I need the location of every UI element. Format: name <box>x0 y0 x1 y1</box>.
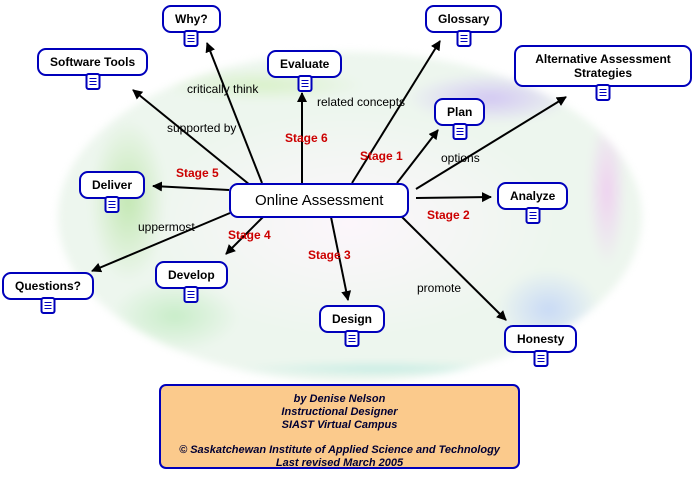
credit-institution: SIAST Virtual Campus <box>281 419 398 431</box>
document-note-icon[interactable] <box>104 196 120 213</box>
node-alternative-assessment-strategies[interactable]: Alternative Assessment Strategies <box>514 45 692 101</box>
node-honesty-label: Honesty <box>517 332 565 346</box>
edge-label-stage-3: Stage 3 <box>308 248 351 262</box>
document-note-icon[interactable] <box>85 73 101 90</box>
node-alternative-assessment-strategies-label: Alternative Assessment Strategies <box>535 52 671 80</box>
node-why-label: Why? <box>175 12 208 26</box>
edge-label-supported-by: supported by <box>167 121 237 135</box>
node-plan[interactable]: Plan <box>434 98 486 140</box>
document-note-icon[interactable] <box>595 84 611 101</box>
node-software-tools[interactable]: Software Tools <box>37 48 149 90</box>
document-note-icon[interactable] <box>533 350 549 367</box>
document-note-icon[interactable] <box>297 75 313 92</box>
credit-copyright: © Saskatchewan Institute of Applied Scie… <box>179 444 500 456</box>
document-note-icon[interactable] <box>456 30 472 47</box>
credit-author: by Denise Nelson <box>293 393 386 405</box>
edge-label-options: options <box>441 151 480 165</box>
node-glossary[interactable]: Glossary <box>425 5 503 47</box>
edge-label-stage-4: Stage 4 <box>228 228 271 242</box>
credit-spacer <box>161 432 518 444</box>
node-deliver[interactable]: Deliver <box>79 171 146 213</box>
node-software-tools-label: Software Tools <box>50 55 136 69</box>
edge-label-stage-5: Stage 5 <box>176 166 219 180</box>
node-honesty[interactable]: Honesty <box>504 325 578 367</box>
node-develop[interactable]: Develop <box>155 261 228 303</box>
node-questions[interactable]: Questions? <box>2 272 95 314</box>
edge-label-promote: promote <box>417 281 462 295</box>
node-analyze[interactable]: Analyze <box>497 182 569 224</box>
node-glossary-label: Glossary <box>438 12 490 26</box>
node-design[interactable]: Design <box>319 305 386 347</box>
document-note-icon[interactable] <box>183 286 199 303</box>
credit-revised: Last revised March 2005 <box>275 457 404 469</box>
node-questions-label: Questions? <box>15 279 82 293</box>
edge-label-uppermost: uppermost <box>138 220 195 234</box>
document-note-icon[interactable] <box>40 297 56 314</box>
edge-label-critically-think: critically think <box>187 82 259 96</box>
node-analyze-label: Analyze <box>510 189 556 203</box>
node-evaluate-label: Evaluate <box>280 57 330 71</box>
document-note-icon[interactable] <box>525 207 541 224</box>
node-evaluate[interactable]: Evaluate <box>267 50 343 92</box>
node-online-assessment: Online Assessment <box>229 183 410 218</box>
document-note-icon[interactable] <box>452 123 468 140</box>
node-why[interactable]: Why? <box>162 5 221 47</box>
credits-box: by Denise Nelson Instructional Designer … <box>159 384 520 469</box>
node-online-assessment-label: Online Assessment <box>255 192 384 209</box>
edge-label-stage-2: Stage 2 <box>427 208 470 222</box>
node-deliver-label: Deliver <box>92 178 133 192</box>
node-plan-label: Plan <box>447 105 473 119</box>
edge-label-stage-1: Stage 1 <box>360 149 403 163</box>
credit-role: Instructional Designer <box>281 406 398 418</box>
edge-label-stage-6: Stage 6 <box>285 131 328 145</box>
document-note-icon[interactable] <box>183 30 199 47</box>
edge-label-related-concepts: related concepts <box>317 95 406 109</box>
document-note-icon[interactable] <box>344 330 360 347</box>
node-develop-label: Develop <box>168 268 215 282</box>
node-design-label: Design <box>332 312 373 326</box>
